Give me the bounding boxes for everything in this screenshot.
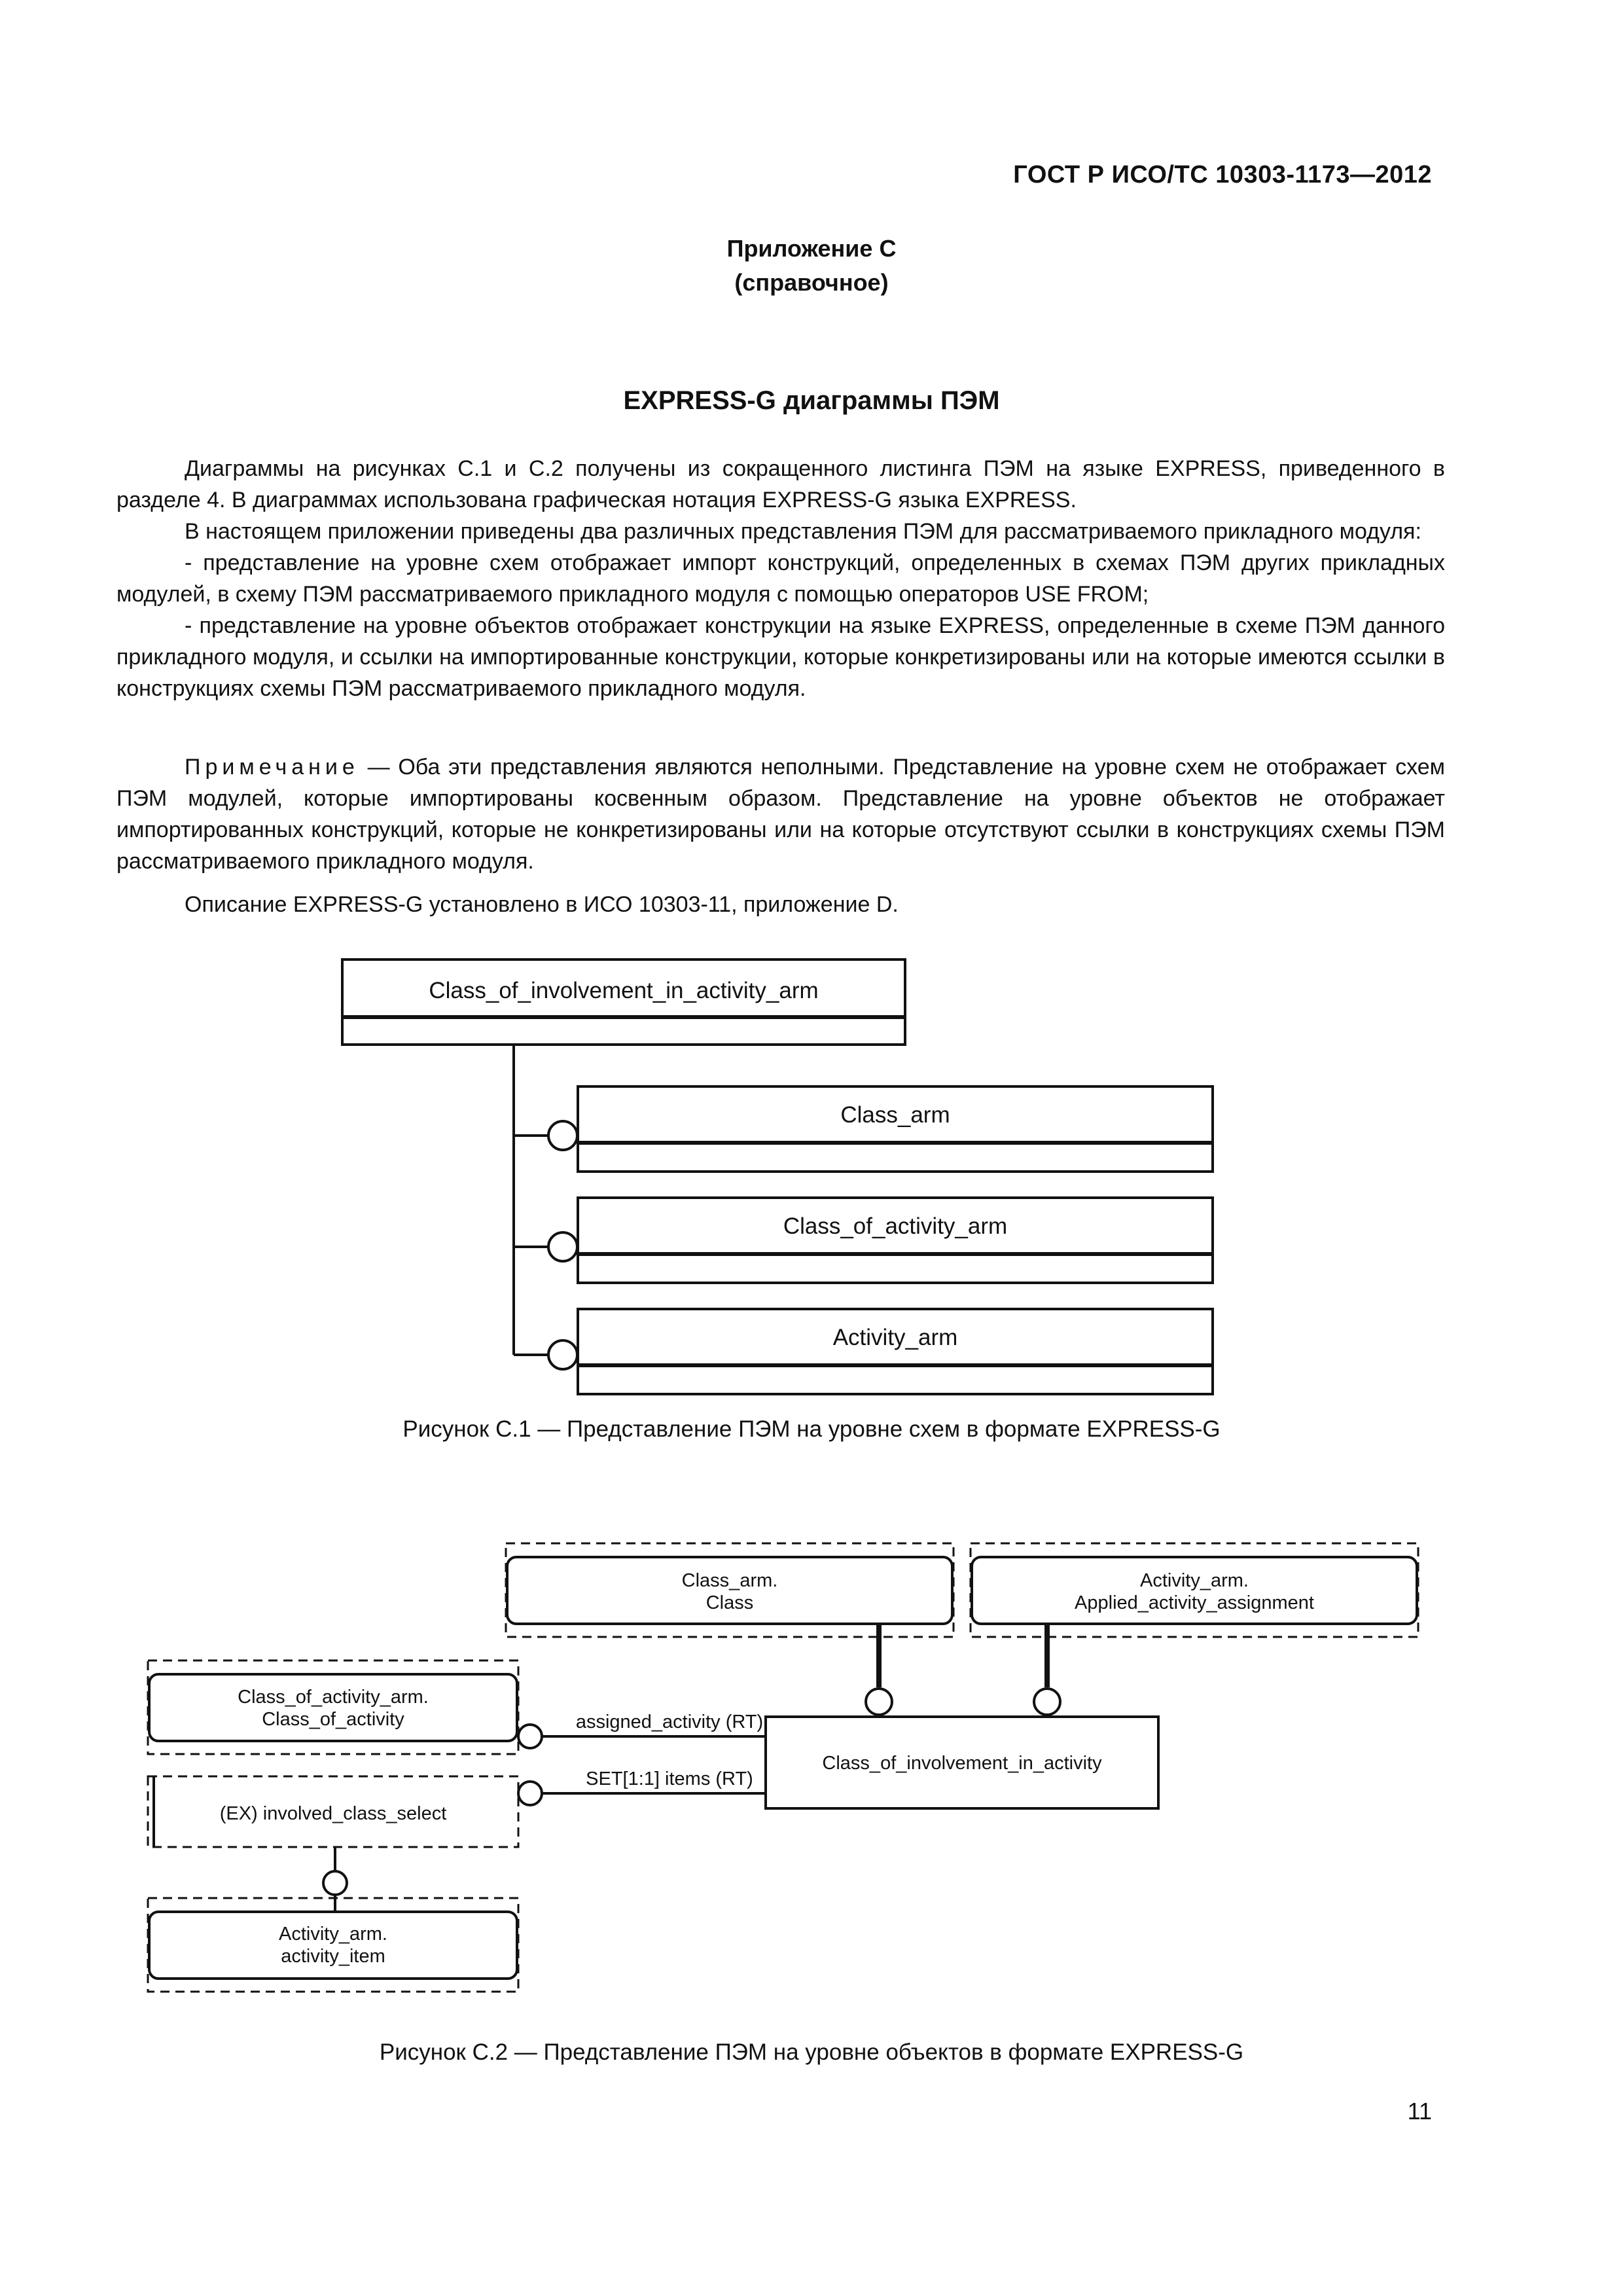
use-from-circle <box>547 1231 579 1263</box>
schema-box <box>341 958 906 1046</box>
figure-2-diagram: Class_arm. Class Activity_arm. Applied_a… <box>147 1542 1419 1993</box>
figure-2-caption: Рисунок С.2 — Представление ПЭМ на уровн… <box>379 2039 1244 2065</box>
main-entity-label: Class_of_involvement_in_activity <box>822 1753 1102 1774</box>
note-paragraph: Примечание — Оба эти представления являю… <box>116 751 1445 877</box>
import-name: Class_arm <box>840 1102 950 1128</box>
use-from-circle <box>547 1120 579 1151</box>
paragraph: Диаграммы на рисунках С.1 и С.2 получены… <box>116 456 1445 512</box>
import-box <box>577 1196 1214 1284</box>
relationship-circle <box>517 1780 543 1806</box>
figure-1-caption: Рисунок С.1 — Представление ПЭМ на уровн… <box>402 1416 1221 1442</box>
relationship-circle <box>322 1870 348 1896</box>
select-frame <box>147 1775 520 1848</box>
schema-name: Class_of_involvement_in_activity_arm <box>429 978 818 1003</box>
figure-1-diagram: Class_of_involvement_in_activity_arm Cla… <box>341 958 1214 1395</box>
select-label: (EX) involved_class_select <box>220 1803 447 1824</box>
paragraph: - представление на уровне объектов отобр… <box>116 613 1445 701</box>
relationship-circle <box>517 1723 543 1749</box>
note-label: Примечание <box>185 755 359 780</box>
standard-designation: ГОСТ Р ИСО/ТС 10303-1173—2012 <box>1013 161 1432 188</box>
import-box <box>577 1308 1214 1395</box>
entity-label: Class_of_activity <box>262 1709 404 1730</box>
relationship-circle <box>865 1687 893 1716</box>
express-g-reference: Описание EXPRESS-G установлено в ИСО 103… <box>116 889 1445 920</box>
entity-label: Class_arm. <box>682 1570 778 1591</box>
entity-label: Class_of_activity_arm. <box>238 1687 429 1708</box>
entity-box <box>148 1910 518 1980</box>
attribute-label: SET[1:1] items (RT) <box>586 1768 753 1789</box>
main-entity-box <box>764 1715 1160 1810</box>
entity-box <box>148 1673 518 1742</box>
paragraph: - представление на уровне схем отображае… <box>116 550 1445 607</box>
note: Примечание — Оба эти представления являю… <box>116 751 1445 877</box>
entity-box <box>971 1556 1418 1625</box>
import-box <box>577 1085 1214 1173</box>
appendix-kind: (справочное) <box>734 269 889 296</box>
section-title: EXPRESS-G диаграммы ПЭМ <box>623 386 1000 415</box>
intro-text: Диаграммы на рисунках С.1 и С.2 получены… <box>116 453 1445 704</box>
note-text: — Оба эти представления являются неполны… <box>116 755 1445 874</box>
page-number: 11 <box>1407 2098 1432 2125</box>
appendix-heading: Приложение С (справочное) <box>0 232 1623 300</box>
relationship-circle <box>1033 1687 1061 1716</box>
entity-label: Activity_arm. <box>1140 1570 1249 1591</box>
entity-label: Class <box>706 1592 754 1613</box>
attribute-label: assigned_activity (RT) <box>576 1712 763 1732</box>
import-name: Class_of_activity_arm <box>783 1213 1007 1239</box>
paragraph: В настоящем приложении приведены два раз… <box>185 519 1421 544</box>
entity-label: Applied_activity_assignment <box>1075 1592 1314 1613</box>
entity-label: Activity_arm. <box>279 1924 387 1945</box>
entity-label: activity_item <box>281 1946 385 1967</box>
entity-box <box>506 1556 954 1625</box>
use-from-circle <box>547 1339 579 1371</box>
appendix-title: Приложение С <box>726 235 897 262</box>
import-name: Activity_arm <box>833 1325 958 1350</box>
paragraph: Описание EXPRESS-G установлено в ИСО 103… <box>185 892 899 917</box>
